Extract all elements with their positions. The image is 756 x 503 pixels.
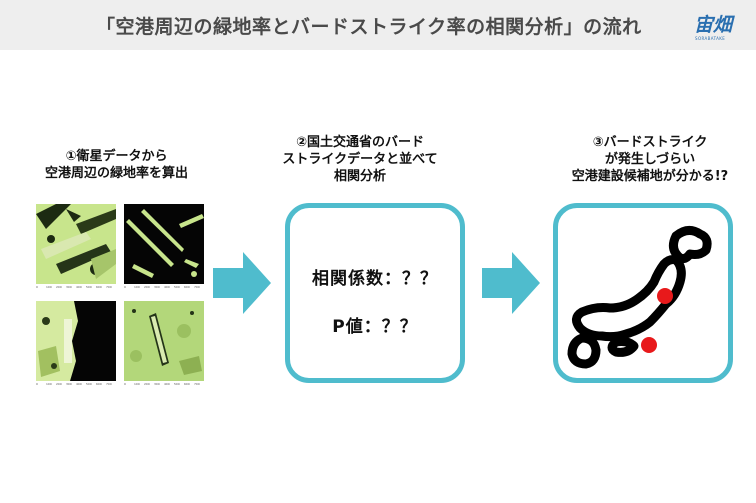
axis-tick-label: 100 (134, 382, 140, 386)
axis-tick-label: 0 (124, 382, 126, 386)
axis-tick-label: 700 (194, 382, 200, 386)
axis-tick-label: 200 (56, 285, 62, 289)
logo-text: 宙畑 (694, 14, 733, 36)
axis-tick-label: 500 (86, 382, 92, 386)
satellite-image-grid: 0 100 200 300 400 500 600 700 0 100 200 … (18, 196, 223, 386)
correlation-coefficient: 相関係数：？？ (312, 269, 438, 289)
step3-label-line: 空港建設候補地が分かる!? (571, 169, 729, 184)
axis-tick-label: 400 (76, 285, 82, 289)
axis-tick-label: 300 (66, 382, 72, 386)
axis-tick-label: 500 (86, 285, 92, 289)
axis-tick-label: 100 (134, 285, 140, 289)
step3-label-line: が発生しづらい (604, 152, 696, 167)
axis-tick-label: 300 (66, 285, 72, 289)
right-arrow-icon (213, 252, 271, 314)
step1-label: ①衛星データから 空港周辺の緑地率を算出 (14, 148, 219, 182)
right-arrow-icon (482, 252, 540, 314)
logo-subtext: SORABATAKE (695, 36, 726, 41)
axis-tick-label: 600 (184, 382, 190, 386)
axis-tick-label: 500 (174, 382, 180, 386)
axis-tick-label: 200 (144, 285, 150, 289)
japan-map-box (553, 203, 733, 383)
satellite-image-panel (36, 204, 116, 284)
sorabatake-logo: 宙畑 SORABATAKE (694, 10, 738, 44)
correlation-result-box: 相関係数：？？ P値：？？ (285, 203, 465, 383)
axis-tick-label: 0 (36, 285, 38, 289)
axis-tick-label: 300 (154, 382, 160, 386)
axis-tick-label: 400 (164, 382, 170, 386)
header-bar: 「空港周辺の緑地率とバードストライク率の相関分析」の流れ 宙畑 SORABATA… (0, 0, 756, 50)
axis-tick-label: 100 (46, 285, 52, 289)
step2-label-line: ②国土交通省のバード (295, 135, 424, 150)
candidate-site-marker (641, 337, 657, 353)
satellite-image-panel (36, 301, 116, 381)
candidate-site-marker (657, 288, 673, 304)
axis-tick-label: 200 (144, 382, 150, 386)
step1-label-line: 空港周辺の緑地率を算出 (44, 166, 188, 181)
satellite-image-panel (124, 204, 204, 284)
axis-tick-label: 700 (194, 285, 200, 289)
satellite-image-panel (124, 301, 204, 381)
step1-label-line: ①衛星データから (65, 149, 168, 164)
step3-label-line: ③バードストライク (592, 135, 708, 150)
axis-tick-label: 600 (96, 285, 102, 289)
axis-tick-label: 700 (106, 285, 112, 289)
p-value: P値：？？ (332, 317, 418, 337)
axis-tick-label: 400 (76, 382, 82, 386)
axis-tick-label: 500 (174, 285, 180, 289)
japan-map-icon (567, 226, 712, 369)
step2-label-line: 相関分析 (333, 169, 386, 184)
axis-tick-label: 0 (124, 285, 126, 289)
step2-label-line: ストライクデータと並べて (282, 152, 438, 167)
axis-tick-label: 400 (164, 285, 170, 289)
axis-tick-label: 100 (46, 382, 52, 386)
axis-tick-label: 600 (96, 382, 102, 386)
page-title: 「空港周辺の緑地率とバードストライク率の相関分析」の流れ (96, 16, 642, 38)
axis-tick-label: 200 (56, 382, 62, 386)
axis-tick-label: 700 (106, 382, 112, 386)
axis-tick-label: 0 (36, 382, 38, 386)
step3-label: ③バードストライク が発生しづらい 空港建設候補地が分かる!? (550, 134, 750, 185)
axis-tick-label: 300 (154, 285, 160, 289)
axis-tick-label: 600 (184, 285, 190, 289)
step2-label: ②国土交通省のバード ストライクデータと並べて 相関分析 (260, 134, 460, 185)
